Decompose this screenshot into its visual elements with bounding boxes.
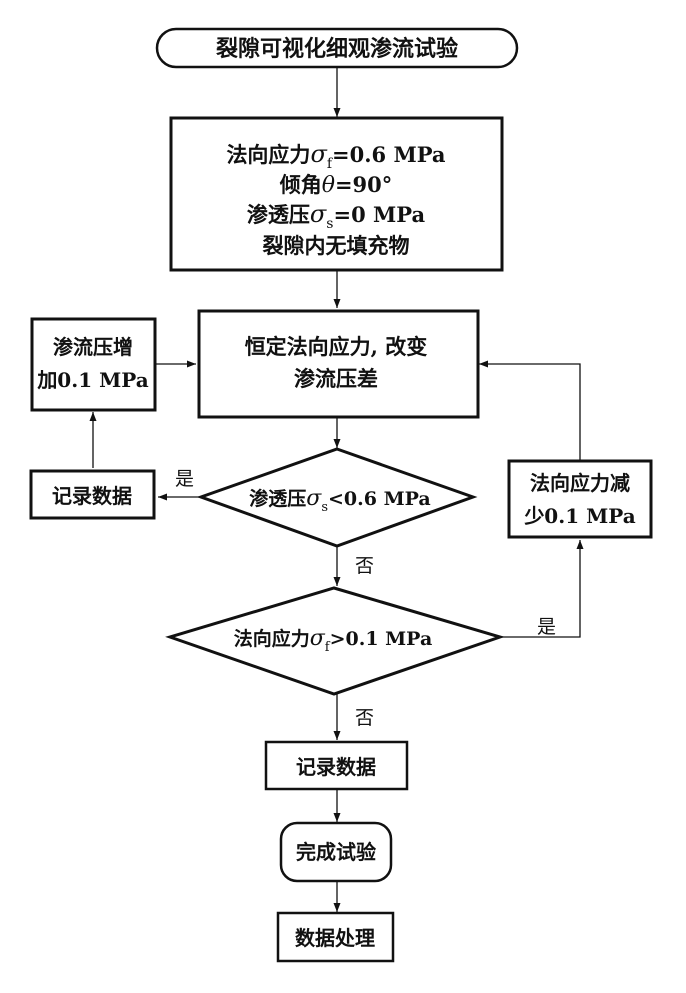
decision1-prefix: 渗透压 [249, 487, 306, 510]
constant-line1: 恒定法向应力, 改变 [245, 334, 428, 359]
node-init: 法向应力σf=0.6 MPa 倾角θ=90° 渗透压σs=0 MPa 裂隙内无填… [169, 116, 504, 272]
edge-label-d2-yes: 是 [537, 616, 556, 638]
decision2-suffix: >0.1 MPa [330, 628, 433, 650]
node-record2: 记录数据 [264, 740, 409, 791]
node-decision1: 渗透压σs<0.6 MPa [196, 447, 478, 548]
node-record1: 记录数据 [29, 469, 156, 520]
decision1-diamond [196, 447, 478, 548]
init-line3-suffix: =0 MPa [333, 202, 425, 227]
record1-label: 记录数据 [52, 484, 132, 508]
decrease-box [507, 459, 653, 539]
init-line3-symbol: σ [310, 200, 327, 228]
record2-box [264, 740, 409, 791]
init-line-normal-stress: 法向应力σf=0.6 MPa [226, 140, 445, 172]
increase-line2: 加0.1 MPa [36, 368, 148, 392]
increase-box [30, 317, 157, 412]
finish-label: 完成试验 [296, 840, 376, 864]
record1-box [29, 469, 156, 520]
decision2-diamond [165, 586, 505, 696]
process-label: 数据处理 [295, 926, 375, 950]
edge-decision2-to-decrease [472, 540, 584, 638]
node-decrease: 法向应力减 少0.1 MPa [507, 459, 653, 539]
decrease-line1: 法向应力减 [530, 471, 630, 495]
constant-line2: 渗流压差 [294, 366, 378, 391]
decrease-line2: 少0.1 MPa [523, 504, 635, 528]
constant-box [197, 309, 480, 419]
init-line-dip-angle: 倾角θ=90° [279, 172, 393, 198]
start-label: 裂隙可视化细观渗流试验 [216, 36, 458, 62]
decision2-sub: f [325, 640, 331, 655]
init-line3-sub: s [326, 216, 333, 232]
process-box [276, 911, 395, 963]
node-decision2: 法向应力σf>0.1 MPa [165, 586, 505, 696]
decision1-sub: s [321, 500, 328, 515]
init-line1-symbol: σ [310, 140, 327, 168]
init-line1-sub: f [327, 156, 334, 172]
decision1-suffix: <0.6 MPa [328, 488, 431, 510]
decision1-label: 渗透压σs<0.6 MPa [249, 486, 430, 515]
increase-line1: 渗流压增 [53, 335, 133, 359]
init-line2-symbol: θ [322, 173, 335, 198]
init-line1-suffix: =0.6 MPa [332, 142, 446, 167]
decision2-prefix: 法向应力 [234, 627, 310, 650]
node-process: 数据处理 [276, 911, 395, 963]
init-line2-suffix: =90° [335, 172, 392, 197]
decision1-symbol: σ [306, 486, 322, 511]
node-start: 裂隙可视化细观渗流试验 [155, 27, 519, 69]
node-finish: 完成试验 [279, 821, 393, 883]
init-line-no-filling: 裂隙内无填充物 [263, 233, 410, 258]
init-box [169, 116, 504, 272]
edge-label-d2-no: 否 [355, 707, 374, 729]
edges [89, 67, 584, 912]
init-line3-prefix: 渗透压 [247, 202, 310, 227]
init-line2-prefix: 倾角 [279, 172, 322, 197]
decision2-label: 法向应力σf>0.1 MPa [234, 626, 433, 655]
node-constant: 恒定法向应力, 改变 渗流压差 [197, 309, 480, 419]
init-line-seepage-pressure: 渗透压σs=0 MPa [247, 200, 426, 232]
node-increase: 渗流压增 加0.1 MPa [30, 317, 157, 412]
record2-label: 记录数据 [296, 755, 376, 779]
edge-label-d1-no: 否 [355, 555, 374, 577]
decision2-symbol: σ [310, 626, 326, 651]
edge-decrease-to-constant [479, 360, 581, 462]
edge-label-d1-yes: 是 [175, 468, 194, 490]
init-line1-prefix: 法向应力 [226, 142, 310, 167]
finish-terminator-shape [279, 821, 393, 883]
start-terminator-shape [155, 27, 519, 69]
